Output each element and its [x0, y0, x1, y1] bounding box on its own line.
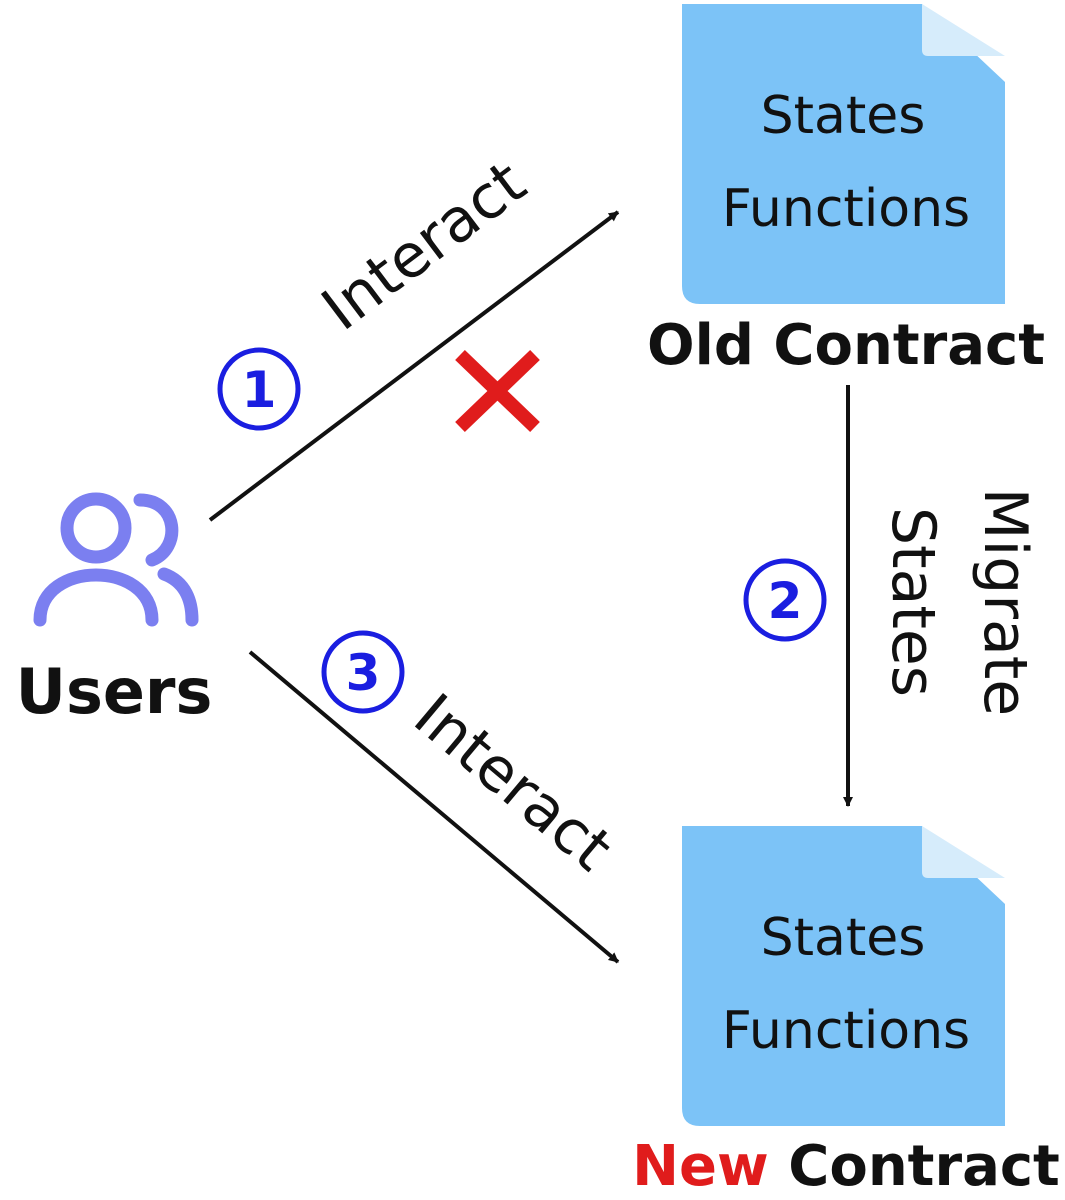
step-1-number: 1 [242, 361, 277, 419]
new-contract-label: New Contract [632, 1134, 1060, 1199]
new-contract-node: States Functions New Contract [632, 826, 1060, 1199]
new-contract-fold-icon [922, 826, 1005, 878]
edge-migrate: Migrate States 2 [743, 385, 1040, 807]
new-contract-label-new: New [632, 1134, 769, 1199]
old-contract-fold-icon [922, 4, 1005, 56]
arrow-users-to-old-contract [208, 210, 620, 522]
users-label: Users [16, 655, 213, 728]
edge-migrate-label-states: States [878, 507, 948, 697]
edge-migrate-label-migrate: Migrate [970, 488, 1040, 716]
step-2-badge: 2 [743, 558, 827, 642]
new-contract-document [682, 826, 1005, 1126]
old-contract-functions: Functions [722, 179, 970, 239]
step-1-badge: 1 [217, 347, 301, 431]
users-icon [33, 492, 199, 627]
old-contract-label: Old Contract [647, 313, 1045, 378]
old-contract-node: States Functions Old Contract [647, 4, 1045, 378]
users-node: Users [16, 492, 213, 728]
old-contract-document [682, 4, 1005, 304]
edge-interact-new-label: Interact [401, 681, 625, 885]
step-3-badge: 3 [321, 630, 405, 714]
edge-interact-old: Interact 1 [208, 148, 620, 522]
new-contract-states: States [761, 908, 926, 968]
new-contract-label-contract: Contract [769, 1134, 1060, 1199]
edge-interact-old-label: Interact [309, 148, 538, 345]
step-2-number: 2 [768, 572, 803, 630]
step-3-number: 3 [346, 644, 381, 702]
arrow-users-to-new-contract [248, 650, 620, 964]
blocked-cross-icon [455, 349, 540, 433]
old-contract-states: States [761, 86, 926, 146]
new-contract-functions: Functions [722, 1001, 970, 1061]
edge-interact-new: Interact 3 [248, 630, 625, 964]
